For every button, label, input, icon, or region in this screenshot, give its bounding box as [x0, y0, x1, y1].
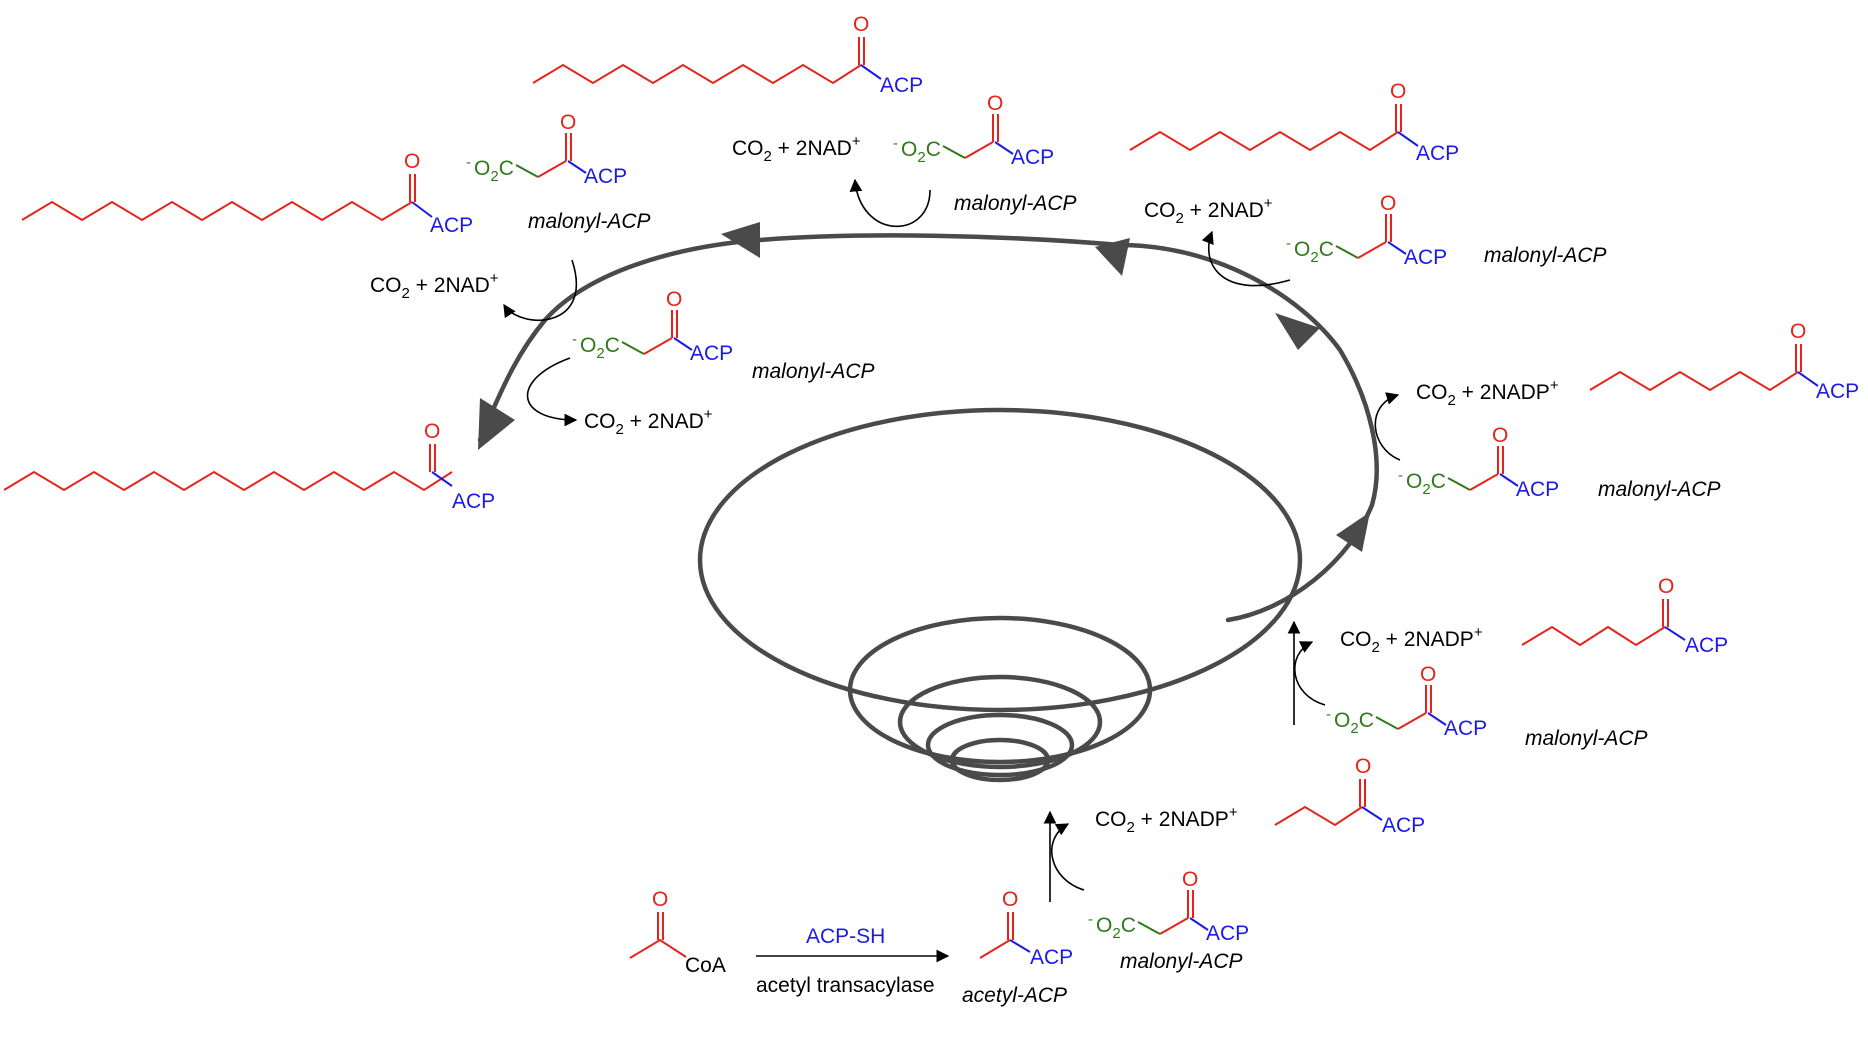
svg-text:O2C: O2C: [1334, 709, 1374, 737]
malonyl-charge: -: [572, 331, 577, 348]
svg-text:O: O: [666, 288, 682, 311]
hexanoyl-acp-molecule: O ACP: [1521, 575, 1728, 657]
acetyl-acp-molecule: O ACP: [979, 888, 1073, 969]
svg-text:O2C: O2C: [1294, 238, 1334, 266]
svg-text:O: O: [1658, 575, 1674, 598]
dodecanoyl-acp-molecule: O ACP: [532, 13, 923, 97]
elongation-spiral: [477, 222, 1379, 783]
malonyl-charge: -: [1286, 235, 1291, 252]
malonyl-structure: - O2C O ACP: [1286, 192, 1447, 269]
svg-text:O: O: [560, 111, 576, 134]
malonyl-acp-label-4: malonyl-ACP: [1484, 244, 1607, 267]
malonyl-structure: - O2C O ACP: [1326, 663, 1487, 740]
spiral-arrow-3: [1095, 238, 1130, 276]
malonyl-charge: -: [1398, 467, 1403, 484]
malonyl-acp-label-7: malonyl-ACP: [752, 360, 875, 383]
decanoyl-acp-molecule: O ACP: [1129, 80, 1459, 165]
byproduct-7: CO2 + 2NAD+: [584, 406, 713, 438]
coa-label: CoA: [685, 954, 726, 977]
malonyl-charge: -: [1326, 706, 1331, 723]
malonyl-charge: -: [466, 154, 471, 171]
enzyme-label: acetyl transacylase: [756, 974, 935, 997]
malonyl-acp-4: - O2C O ACP: [1286, 192, 1447, 269]
byproduct-1: CO2 + 2NADP+: [1095, 804, 1238, 836]
malonyl-charge: -: [893, 135, 898, 152]
svg-text:O: O: [1420, 663, 1436, 686]
svg-text:O: O: [1380, 192, 1396, 215]
acp-label: ACP: [1404, 246, 1447, 269]
malonyl-acp-label-6: malonyl-ACP: [528, 210, 651, 233]
spiral-arrow-2: [1275, 313, 1320, 350]
octanoyl-acp-molecule: O ACP: [1589, 320, 1859, 403]
acp-label: ACP: [690, 342, 733, 365]
spiral-arrow-4: [721, 222, 760, 258]
byproduct-5: CO2 + 2NAD+: [732, 133, 861, 165]
acp-label: ACP: [1444, 717, 1487, 740]
svg-text:O2C: O2C: [1406, 470, 1446, 498]
svg-text:ACP: ACP: [452, 490, 495, 513]
malonyl-acp-2: - O2C O ACP: [1326, 663, 1487, 740]
svg-text:O: O: [1492, 424, 1508, 447]
acp-label: ACP: [1516, 478, 1559, 501]
svg-text:O: O: [424, 420, 440, 443]
svg-text:O2C: O2C: [1096, 914, 1136, 942]
malonyl-structure: - O2C O ACP: [893, 92, 1054, 169]
svg-text:O: O: [652, 888, 668, 911]
svg-text:ACP: ACP: [1382, 814, 1425, 837]
svg-text:O2C: O2C: [580, 334, 620, 362]
malonyl-acp-5: - O2C O ACP: [893, 92, 1054, 169]
svg-text:O: O: [1390, 80, 1406, 103]
malonyl-structure: - O2C O ACP: [466, 111, 627, 188]
byproduct-6: CO2 + 2NAD+: [370, 270, 499, 302]
malonyl-acp-1: - O2C O ACP: [1088, 868, 1249, 945]
svg-text:O2C: O2C: [901, 138, 941, 166]
malonyl-acp-label-2: malonyl-ACP: [1525, 727, 1648, 750]
malonyl-acp-6: - O2C O ACP: [466, 111, 627, 188]
malonyl-acp-label-3: malonyl-ACP: [1598, 478, 1721, 501]
malonyl-acp-label-1: malonyl-ACP: [1120, 950, 1243, 973]
acp-label: ACP: [1206, 922, 1249, 945]
malonyl-structure: - O2C O ACP: [1398, 424, 1559, 501]
svg-text:O: O: [1355, 755, 1371, 778]
svg-text:O2C: O2C: [474, 157, 514, 185]
acp-sh-reagent: ACP-SH: [806, 925, 885, 948]
malonyl-charge: -: [1088, 911, 1093, 928]
svg-text:O: O: [1182, 868, 1198, 891]
malonyl-structure: - O2C O ACP: [1088, 868, 1249, 945]
svg-text:O: O: [1790, 320, 1806, 343]
byproduct-2: CO2 + 2NADP+: [1340, 624, 1483, 656]
svg-text:O: O: [987, 92, 1003, 115]
malonyl-structure: - O2C O ACP: [572, 288, 733, 365]
svg-text:ACP: ACP: [1030, 946, 1073, 969]
tetradecanoyl-acp-molecule: O ACP: [21, 150, 473, 237]
malonyl-acp-3: - O2C O ACP: [1398, 424, 1559, 501]
svg-text:ACP: ACP: [1416, 142, 1459, 165]
acetyl-coa-molecule: O CoA: [629, 888, 726, 977]
malonyl-acp-7: - O2C O ACP: [572, 288, 733, 365]
spiral-arrow-1: [1336, 512, 1370, 552]
acp-label: ACP: [584, 165, 627, 188]
svg-text:ACP: ACP: [1816, 380, 1859, 403]
svg-text:ACP: ACP: [430, 214, 473, 237]
byproduct-4: CO2 + 2NAD+: [1144, 195, 1273, 227]
svg-text:ACP: ACP: [1685, 634, 1728, 657]
svg-text:O: O: [404, 150, 420, 173]
malonyl-acp-label-5: malonyl-ACP: [954, 192, 1077, 215]
butyryl-acp-molecule: O ACP: [1274, 755, 1425, 837]
spiral-arrow-5: [478, 398, 515, 450]
acetyl-acp-label: acetyl-ACP: [962, 984, 1067, 1007]
svg-text:O: O: [1002, 888, 1018, 911]
palmitoyl-acp-molecule: O ACP: [3, 420, 495, 513]
byproduct-3: CO2 + 2NADP+: [1416, 377, 1559, 409]
acp-label: ACP: [1011, 146, 1054, 169]
svg-text:ACP: ACP: [880, 74, 923, 97]
svg-text:O: O: [853, 13, 869, 36]
